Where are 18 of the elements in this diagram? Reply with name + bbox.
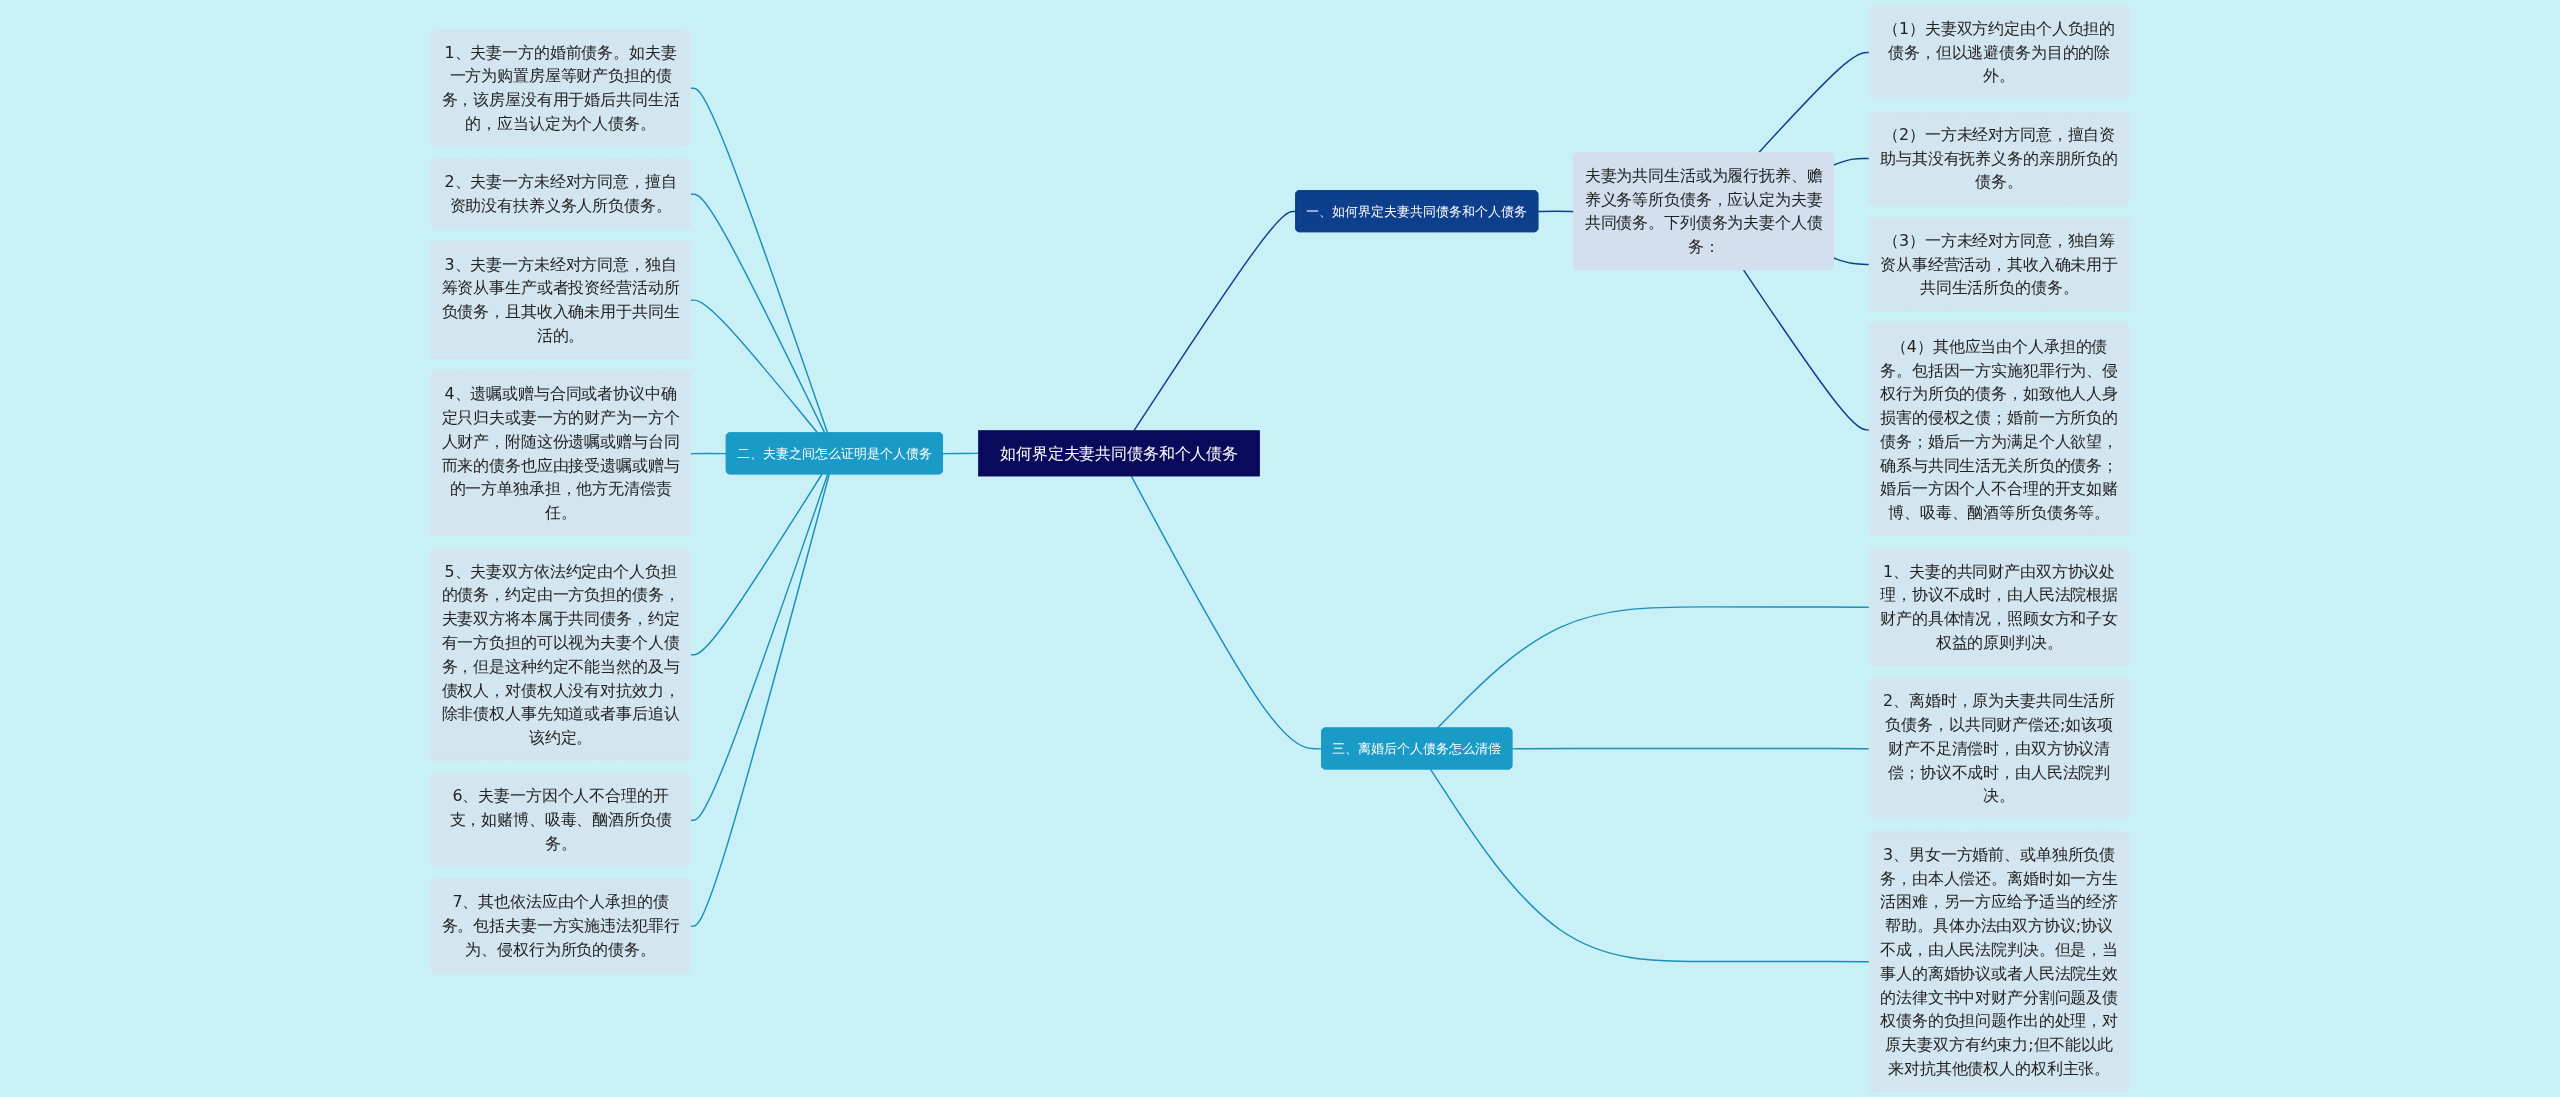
connector	[1833, 157, 1871, 166]
node-box: 如何界定夫妻共同债务和个人债务	[978, 430, 1261, 477]
connector	[1757, 51, 1871, 154]
connector	[942, 452, 980, 455]
connector	[1742, 269, 1871, 431]
connector	[690, 193, 826, 434]
connector	[690, 87, 829, 434]
connector	[1133, 210, 1297, 432]
connector	[690, 299, 819, 434]
connector	[1511, 747, 1871, 750]
connector	[690, 452, 728, 455]
connector	[1130, 475, 1323, 750]
connector	[1537, 210, 1576, 213]
connector	[690, 473, 823, 656]
connector	[1833, 257, 1871, 266]
connector	[690, 473, 831, 927]
connector	[1430, 768, 1871, 963]
connector	[690, 473, 829, 821]
